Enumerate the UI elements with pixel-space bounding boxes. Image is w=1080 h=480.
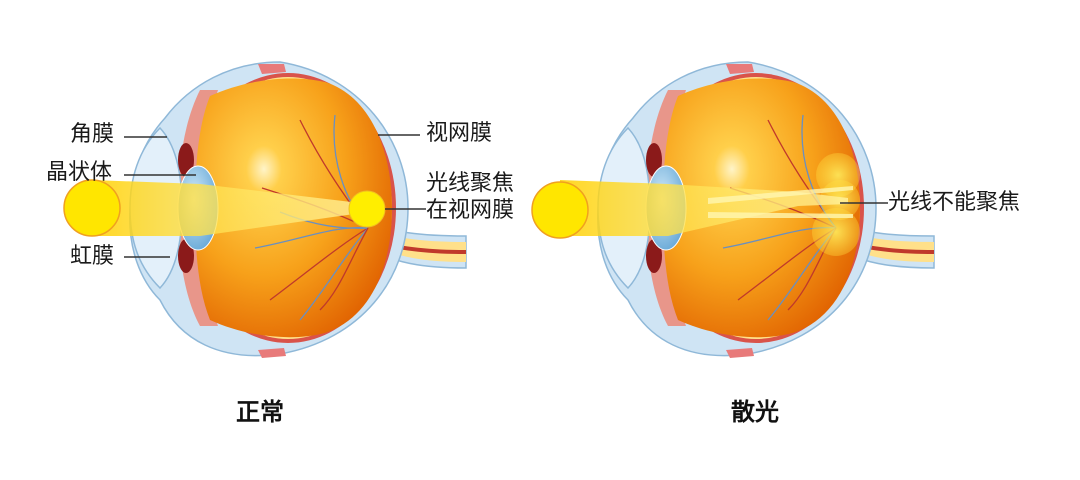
light-source-icon <box>63 179 121 237</box>
optic-nerve-vessel <box>840 238 934 254</box>
light-beam <box>92 180 368 236</box>
muscle-top <box>258 64 286 74</box>
ray-upper <box>708 186 853 204</box>
optic-nerve-vessel <box>372 238 466 254</box>
label-focus-line2: 在视网膜 <box>426 198 515 223</box>
blur-spot-bottom <box>812 208 860 256</box>
caption-normal: 正常 <box>236 398 284 426</box>
label-focus-line1: 光线聚焦 <box>426 171 515 196</box>
ray-lower <box>708 212 853 218</box>
caption-astigmatism: 散光 <box>731 398 779 426</box>
normal-eye <box>63 61 467 358</box>
iris-top <box>646 143 662 177</box>
iris-bottom <box>178 239 194 273</box>
iris-top <box>178 143 194 177</box>
label-no-focus: 光线不能聚焦 <box>888 190 1021 215</box>
muscle-bottom <box>258 348 286 358</box>
label-cornea: 角膜 <box>70 122 115 147</box>
focal-point <box>348 190 386 228</box>
label-lens: 晶状体 <box>46 160 113 185</box>
muscle-bottom <box>726 348 754 358</box>
iris-bottom <box>646 239 662 273</box>
label-retina: 视网膜 <box>426 121 493 146</box>
leader-lines <box>124 134 426 258</box>
label-iris: 虹膜 <box>70 244 115 269</box>
astigmatism-eye <box>531 61 935 358</box>
muscle-top <box>726 64 754 74</box>
light-source-icon <box>531 181 589 239</box>
